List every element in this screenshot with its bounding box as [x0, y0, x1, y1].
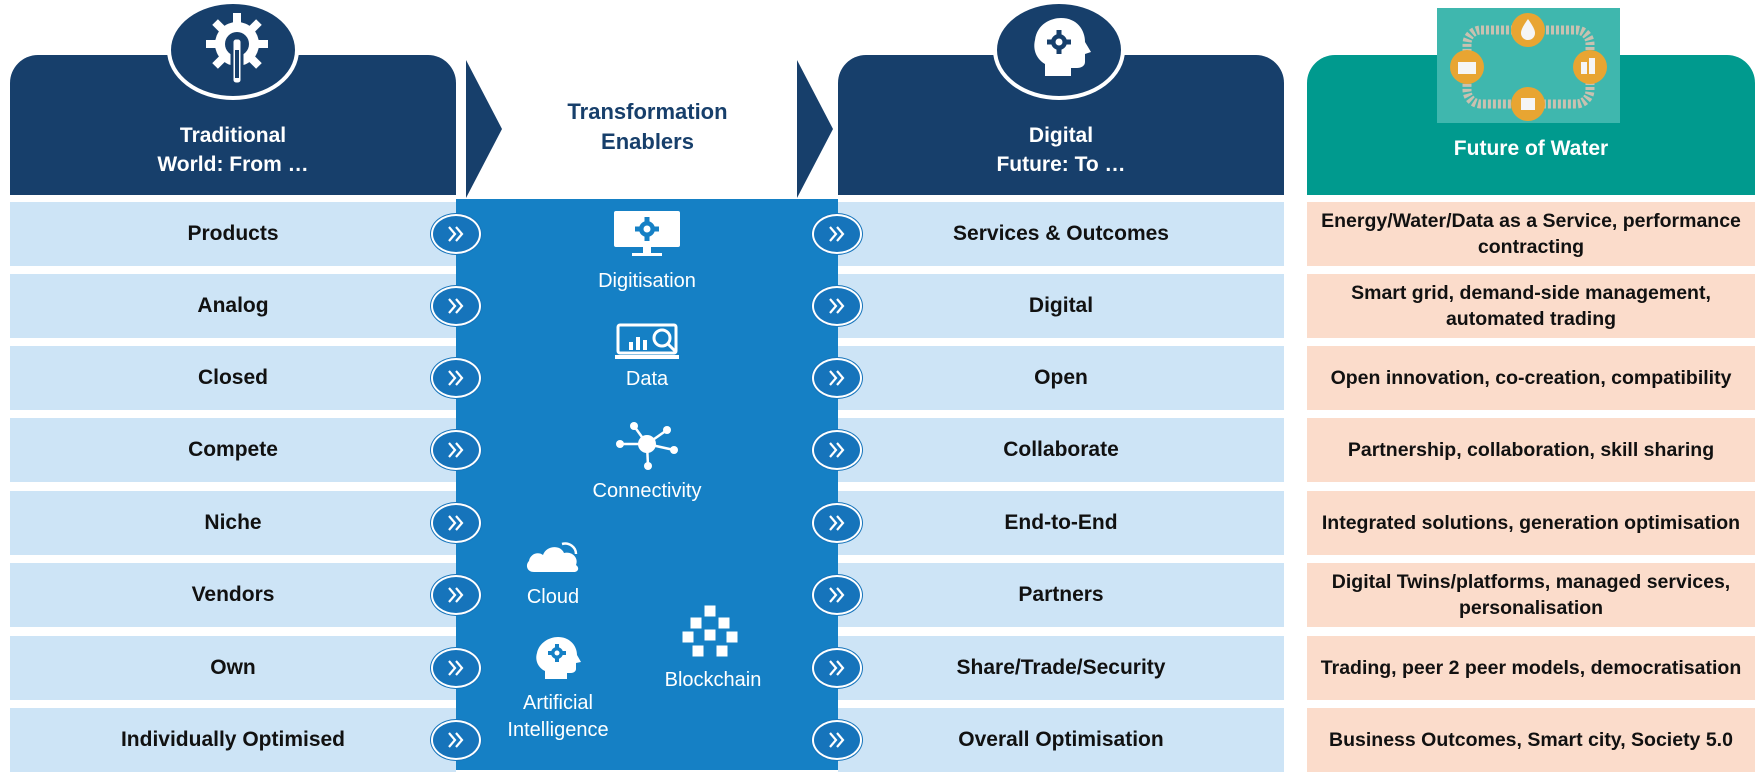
double-chevron-right-icon: [431, 358, 481, 398]
double-chevron-right-icon: [812, 286, 862, 326]
water-row: Open innovation, co-creation, compatibil…: [1307, 346, 1755, 410]
water-label: Open innovation, co-creation, compatibil…: [1330, 367, 1732, 389]
to-label: Share/Trade/Security: [956, 656, 1166, 679]
traditional-header-title: Traditional World: From …: [157, 124, 309, 176]
chevron-right-arrow: [797, 60, 833, 198]
from-row: Individually Optimised: [10, 708, 456, 772]
from-label: Products: [187, 222, 279, 245]
traditional-badge: [167, 0, 299, 100]
to-row: End-to-End: [838, 491, 1284, 555]
to-label: Digital: [1028, 294, 1094, 317]
digital-badge: [993, 0, 1125, 100]
water-label: Digital Twins/platforms, managed service…: [1331, 571, 1731, 619]
water-row: Energy/Water/Data as a Service, performa…: [1307, 202, 1755, 266]
to-row: Overall Optimisation: [838, 708, 1284, 772]
chevron-left-arrow: [466, 60, 502, 198]
water-label: Partnership, collaboration, skill sharin…: [1347, 439, 1715, 461]
double-chevron-right-icon: [812, 575, 862, 615]
water-label: Smart grid, demand-side management, auto…: [1351, 282, 1711, 330]
digital-header-title: Digital Future: To …: [996, 124, 1126, 176]
to-row: Share/Trade/Security: [838, 636, 1284, 700]
double-chevron-right-icon: [431, 575, 481, 615]
enablers-band: [456, 199, 838, 770]
from-row: Closed: [10, 346, 456, 410]
from-label: Analog: [197, 294, 269, 317]
from-row: Vendors: [10, 563, 456, 627]
water-cycle-image: [1437, 8, 1620, 123]
enabler-label: Connectivity: [592, 480, 702, 502]
water-row: Business Outcomes, Smart city, Society 5…: [1307, 708, 1755, 772]
enabler-label: Blockchain: [664, 669, 762, 691]
to-row: Digital: [838, 274, 1284, 338]
enabler-label: Cloud: [526, 586, 580, 608]
double-chevron-right-icon: [812, 430, 862, 470]
to-label: End-to-End: [1004, 511, 1118, 534]
to-row: Services & Outcomes: [838, 202, 1284, 266]
water-row: Integrated solutions, generation optimis…: [1307, 491, 1755, 555]
to-label: Services & Outcomes: [953, 222, 1169, 245]
from-label: Niche: [204, 511, 262, 534]
water-label: Business Outcomes, Smart city, Society 5…: [1329, 729, 1733, 751]
monitor-gear-icon: [614, 211, 680, 256]
to-row: Partners: [838, 563, 1284, 627]
water-row: Trading, peer 2 peer models, democratisa…: [1307, 636, 1755, 700]
water-row: Digital Twins/platforms, managed service…: [1307, 563, 1755, 627]
data-chart-icon: [615, 323, 679, 359]
from-label: Vendors: [191, 583, 275, 606]
wrench-gear-icon: [206, 13, 268, 86]
from-row: Analog: [10, 274, 456, 338]
double-chevron-right-icon: [812, 503, 862, 543]
water-row: Partnership, collaboration, skill sharin…: [1307, 418, 1755, 482]
double-chevron-right-icon: [812, 358, 862, 398]
double-chevron-right-icon: [431, 430, 481, 470]
water-cycle-icon: [1450, 13, 1607, 121]
double-chevron-right-icon: [812, 720, 862, 760]
water-label: Integrated solutions, generation optimis…: [1321, 512, 1741, 534]
double-chevron-right-icon: [812, 648, 862, 688]
double-chevron-right-icon: [812, 214, 862, 254]
from-label: Own: [210, 656, 256, 679]
water-label: Trading, peer 2 peer models, democratisa…: [1320, 657, 1742, 679]
from-label: Compete: [188, 438, 278, 461]
double-chevron-right-icon: [431, 286, 481, 326]
from-row: Own: [10, 636, 456, 700]
to-row: Collaborate: [838, 418, 1284, 482]
enabler-label: Data: [625, 368, 669, 390]
from-row: Compete: [10, 418, 456, 482]
head-gear-icon: [536, 637, 581, 679]
double-chevron-right-icon: [431, 214, 481, 254]
from-row: Niche: [10, 491, 456, 555]
from-label: Individually Optimised: [120, 728, 346, 751]
water-label: Energy/Water/Data as a Service, performa…: [1321, 210, 1741, 258]
enablers-title: Transformation Enablers: [567, 99, 728, 154]
to-label: Open: [1034, 366, 1088, 389]
enabler-label: Artificial Intelligence: [507, 692, 609, 741]
to-label: Collaborate: [1003, 438, 1119, 461]
cloud-icon: [526, 542, 579, 572]
head-gear-icon: [1034, 18, 1091, 76]
enabler-label: Digitisation: [598, 270, 696, 292]
to-row: Open: [838, 346, 1284, 410]
blockchain-cubes-icon: [681, 604, 739, 658]
from-row: Products: [10, 202, 456, 266]
water-header-title: Future of Water: [1453, 137, 1609, 160]
to-label: Partners: [1018, 583, 1104, 606]
double-chevron-right-icon: [431, 648, 481, 688]
from-label: Closed: [197, 366, 268, 389]
double-chevron-right-icon: [431, 503, 481, 543]
water-row: Smart grid, demand-side management, auto…: [1307, 274, 1755, 338]
to-label: Overall Optimisation: [958, 728, 1164, 751]
network-nodes-icon: [616, 422, 678, 470]
double-chevron-right-icon: [431, 720, 481, 760]
